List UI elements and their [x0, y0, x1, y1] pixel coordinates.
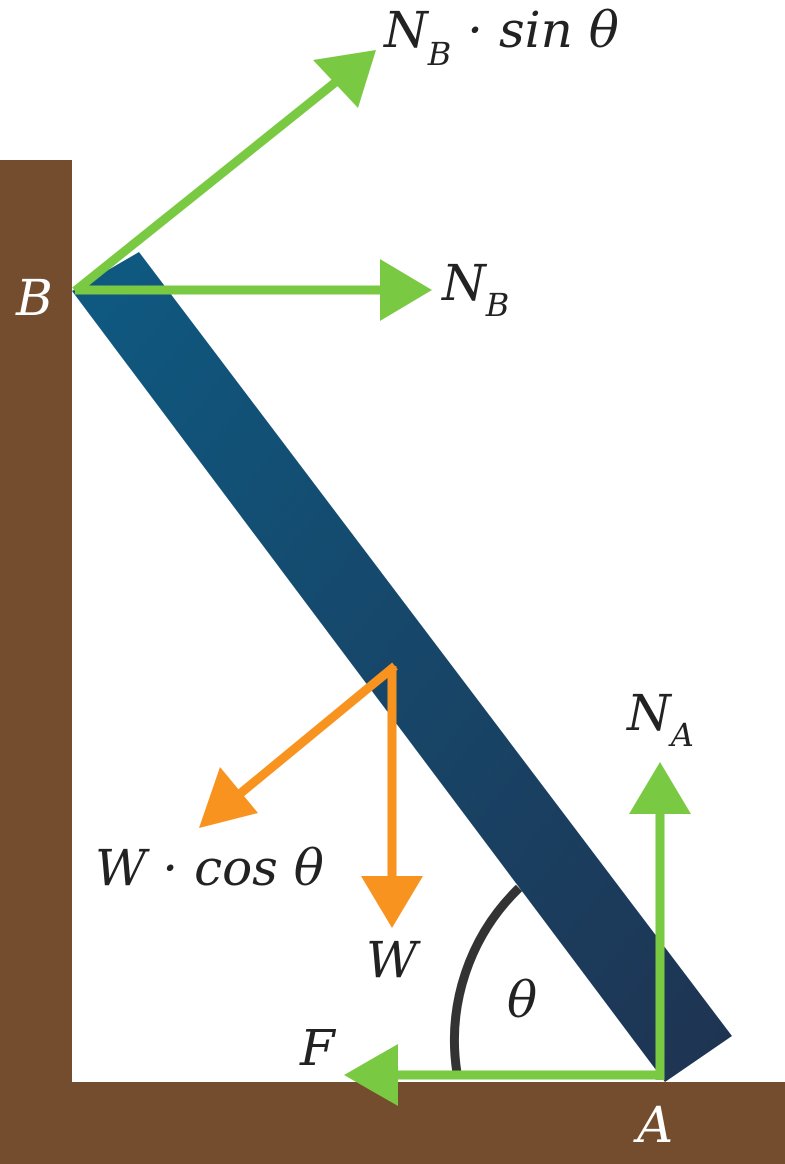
point-b-label: B	[15, 269, 53, 327]
f-label: F	[299, 1019, 337, 1077]
na-label: NA	[626, 684, 694, 754]
point-a-label: A	[633, 1096, 673, 1154]
force-nb-sin-arrow	[72, 50, 376, 295]
ladder	[72, 252, 732, 1082]
nb-sin-label: NB · sin θ	[383, 1, 619, 73]
w-cos-label: W · cos θ	[95, 839, 324, 897]
theta-angle-arc	[449, 884, 523, 1074]
nb-label: NB	[441, 254, 509, 324]
wall	[0, 160, 72, 1164]
force-f-arrow	[344, 1044, 663, 1106]
force-na-arrow	[629, 762, 691, 1080]
w-label: W	[366, 931, 421, 989]
theta-label: θ	[507, 971, 537, 1029]
force-w-arrow	[361, 666, 423, 928]
force-nb-arrow	[75, 259, 432, 321]
force-w-cos-arrow	[199, 662, 398, 828]
